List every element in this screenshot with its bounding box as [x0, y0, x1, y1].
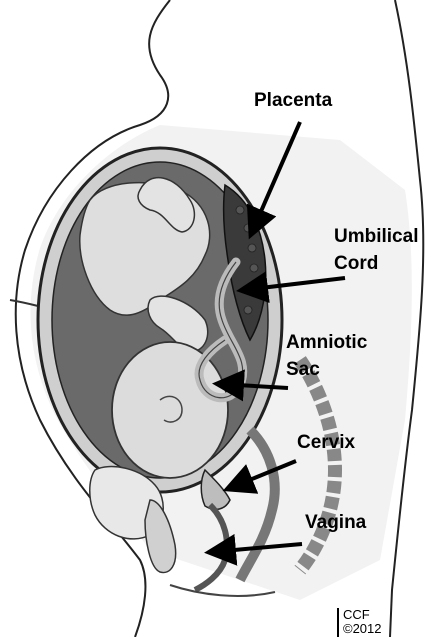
label-amniotic-sac-line2: Sac	[286, 359, 320, 381]
label-placenta: Placenta	[254, 90, 332, 112]
credit-line1: CCF	[343, 608, 370, 621]
label-umbilical-cord-line1: Umbilical	[334, 226, 418, 248]
label-umbilical-cord-line2: Cord	[334, 253, 378, 275]
credit-line2: ©2012	[343, 622, 382, 635]
pelvic-floor	[170, 585, 275, 596]
label-vagina: Vagina	[305, 512, 366, 534]
fetus-head	[112, 342, 228, 478]
label-cervix: Cervix	[297, 432, 355, 454]
label-amniotic-sac-line1: Amniotic	[286, 332, 367, 354]
